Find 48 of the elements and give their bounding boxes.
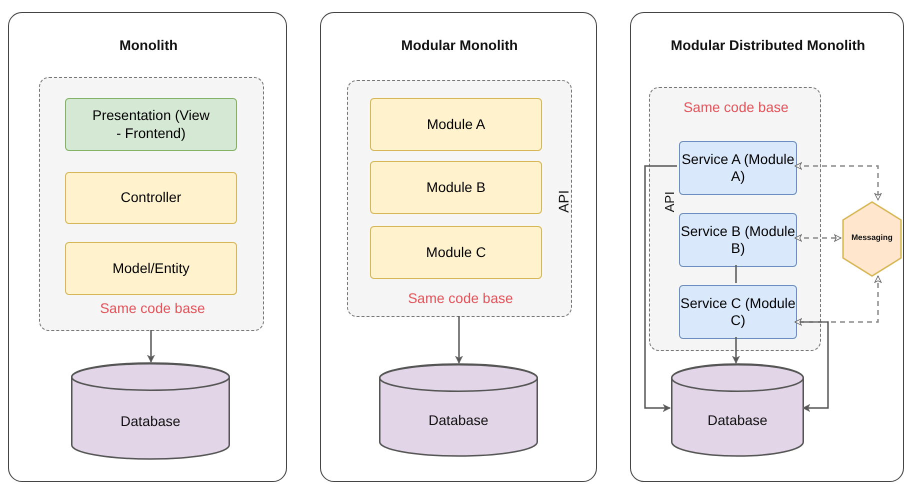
node-label: Module C [426, 244, 486, 262]
messaging-hexagon [842, 201, 902, 277]
container-label: Same code base [406, 290, 514, 307]
arrow [147, 330, 155, 362]
code-base-container [39, 77, 264, 331]
container-label: Same code base [98, 300, 206, 317]
arrow [794, 276, 882, 326]
layer-box [65, 98, 237, 151]
node-label: Presentation (View - Frontend) [91, 107, 211, 142]
node-label: Service C (Module C) [680, 294, 796, 330]
database-cylinder [379, 364, 538, 456]
diagram-panel [8, 12, 287, 482]
module-box [370, 226, 542, 279]
database-cylinder [671, 364, 804, 456]
arrow [644, 165, 677, 412]
api-label: API [662, 190, 678, 214]
node-label: Database [120, 413, 182, 430]
node-label: Module A [426, 116, 486, 134]
arrow [732, 337, 740, 364]
module-box [65, 242, 237, 295]
api-label: API [556, 189, 572, 215]
container-label: Same code base [682, 99, 790, 116]
node-label: Controller [120, 189, 182, 207]
arrow [794, 234, 842, 242]
node-label: Model/Entity [112, 260, 190, 278]
panel-title: Modular Monolith [400, 37, 519, 54]
module-box [370, 161, 542, 214]
diagram-panel [320, 12, 597, 482]
arrow [455, 316, 463, 364]
code-base-container [347, 80, 572, 317]
module-box [65, 172, 237, 224]
node-label: Service A (Module A) [680, 150, 796, 186]
panel-title: Modular Distributed Monolith [670, 37, 866, 54]
node-label: Messaging [850, 233, 894, 243]
service-box [679, 285, 797, 339]
node-label: Module B [426, 178, 486, 196]
node-label: Database [706, 412, 768, 429]
arrow [794, 162, 882, 200]
panel-title: Monolith [118, 37, 179, 54]
service-box [679, 213, 797, 267]
diagram-panel [630, 12, 904, 482]
node-label: Database [428, 412, 490, 429]
connector-line [735, 265, 737, 283]
code-base-container [649, 87, 821, 351]
node-label: Service B (Module B) [680, 222, 796, 258]
module-box [370, 98, 542, 151]
service-box [679, 141, 797, 195]
database-cylinder [71, 363, 230, 459]
